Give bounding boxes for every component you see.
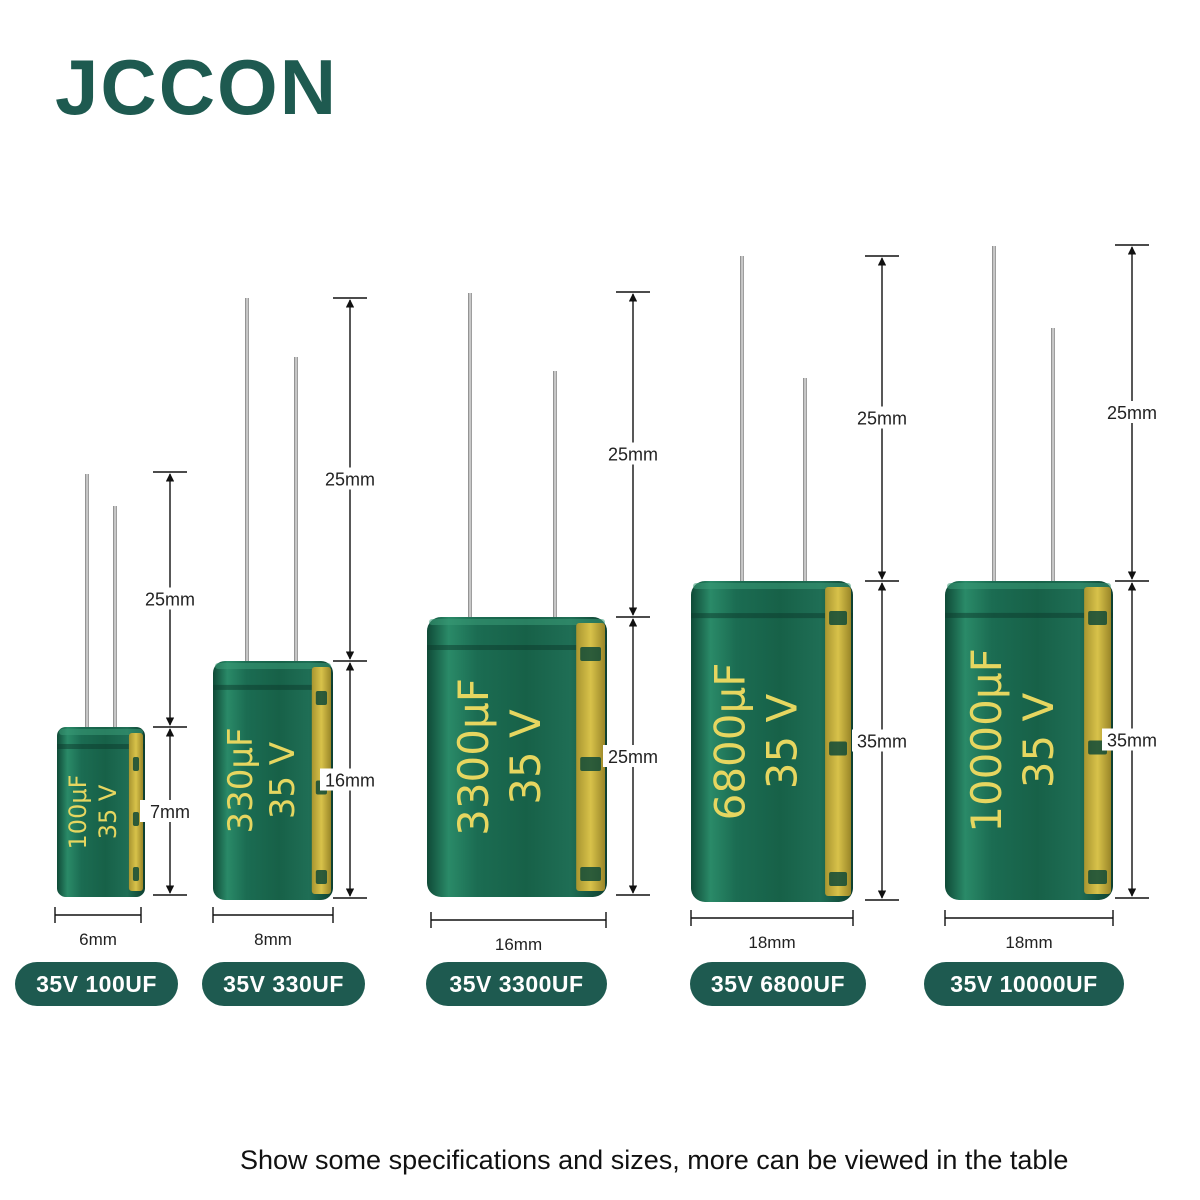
minus-mark-100uf [132,812,139,826]
dimension-group-330uf: 8mm 25mm 16mm [212,297,380,949]
spec-label-330uf: 35V 330UF [202,962,365,1006]
minus-mark-10000uf [1088,611,1107,625]
lead-short-3300uf [553,371,557,625]
body-length-label-bg-3300uf [603,745,663,767]
spec-label-6800uf: 35V 6800UF [690,962,866,1006]
capacitor-body-100uf [57,727,145,897]
footer-note: Show some specifications and sizes, more… [240,1145,1069,1175]
lead-length-label-3300uf: 25mm [608,445,658,465]
brand-logo: JCCON [55,43,339,131]
capacitor-marking-330uf: 35 V [263,742,303,819]
lead-long-100uf [85,474,89,735]
lead-length-label-bg-10000uf [1102,401,1162,423]
spec-label-3300uf: 35V 3300UF [426,962,607,1006]
minus-mark-3300uf [580,647,601,661]
minus-mark-330uf [315,691,327,705]
capacitor-marking-3300uf: 3300μF [449,678,498,836]
top-rim-10000uf [947,583,1111,589]
top-rim-330uf [215,663,331,669]
minus-mark-330uf [315,870,327,884]
body-length-label-bg-6800uf [852,729,912,752]
capacitor-body-330uf [213,661,333,900]
sleeve-groove-10000uf [945,612,1113,618]
capacitor-marking-100uf: 35 V [94,784,122,839]
top-rim-6800uf [693,583,851,589]
diameter-label-10000uf: 18mm [1005,933,1052,952]
capacitor-marking-10000uf: 10000μF [962,648,1011,833]
capacitor-body-3300uf [427,617,607,897]
lead-length-label-6800uf: 25mm [857,409,907,429]
body-length-label-100uf: 7mm [150,802,190,822]
body-length-label-6800uf: 35mm [857,732,907,752]
lead-short-6800uf [803,378,807,589]
minus-mark-100uf [132,867,139,881]
body-length-label-bg-100uf [140,800,200,822]
capacitor-marking-330uf: 330μF [221,727,261,833]
capacitor-marking-10000uf: 35 V [1014,692,1063,788]
sleeve-groove-3300uf [427,645,607,650]
body-length-label-3300uf: 25mm [608,747,658,767]
top-rim-3300uf [429,619,605,625]
diameter-label-100uf: 6mm [79,930,117,949]
lead-length-label-330uf: 25mm [325,470,375,490]
minus-mark-100uf [132,757,139,771]
lead-length-label-10000uf: 25mm [1107,403,1157,423]
lead-length-label-100uf: 25mm [145,590,195,610]
lead-long-3300uf [468,293,472,625]
lead-length-label-bg-330uf [320,467,380,490]
sleeve-groove-330uf [213,684,333,690]
body-length-label-bg-10000uf [1102,728,1162,751]
body-length-label-10000uf: 35mm [1107,731,1157,751]
capacitor-marking-3300uf: 35 V [501,709,550,805]
dimension-group-10000uf: 18mm 25mm 35mm [944,244,1162,952]
lead-length-label-bg-3300uf [603,442,663,465]
lead-length-label-bg-100uf [140,587,200,610]
minus-mark-10000uf [1088,870,1107,884]
body-length-label-bg-330uf [320,768,380,791]
capacitor-marking-100uf: 100μF [64,775,92,850]
body-length-label-330uf: 16mm [325,771,375,791]
lead-short-330uf [294,357,298,669]
lead-long-10000uf [992,246,996,589]
minus-mark-6800uf [829,741,847,756]
top-rim-100uf [59,729,143,735]
spec-label-10000uf: 35V 10000UF [924,962,1124,1006]
capacitor-marking-6800uf: 6800μF [706,663,755,821]
minus-mark-3300uf [580,757,601,771]
dimension-group-6800uf: 18mm 25mm 35mm [690,255,912,952]
lead-long-330uf [245,298,249,669]
lead-length-label-bg-6800uf [852,406,912,429]
sleeve-groove-100uf [57,744,145,749]
sleeve-groove-6800uf [691,613,853,619]
capacitor-body-6800uf [691,581,853,902]
capacitor-marking-6800uf: 35 V [758,693,807,789]
minus-mark-3300uf [580,867,601,881]
minus-mark-6800uf [829,872,847,886]
spec-label-100uf: 35V 100UF [15,962,178,1006]
diameter-label-330uf: 8mm [254,930,292,949]
diameter-label-6800uf: 18mm [748,933,795,952]
dimension-group-100uf: 6mm 25mm 7mm [54,471,200,949]
lead-short-10000uf [1051,328,1055,589]
diameter-label-3300uf: 16mm [495,935,542,954]
capacitor-body-10000uf [945,581,1113,900]
lead-long-6800uf [740,256,744,589]
dimension-group-3300uf: 16mm 25mm 25mm [430,291,663,954]
lead-short-100uf [113,506,117,735]
minus-mark-6800uf [829,611,847,625]
